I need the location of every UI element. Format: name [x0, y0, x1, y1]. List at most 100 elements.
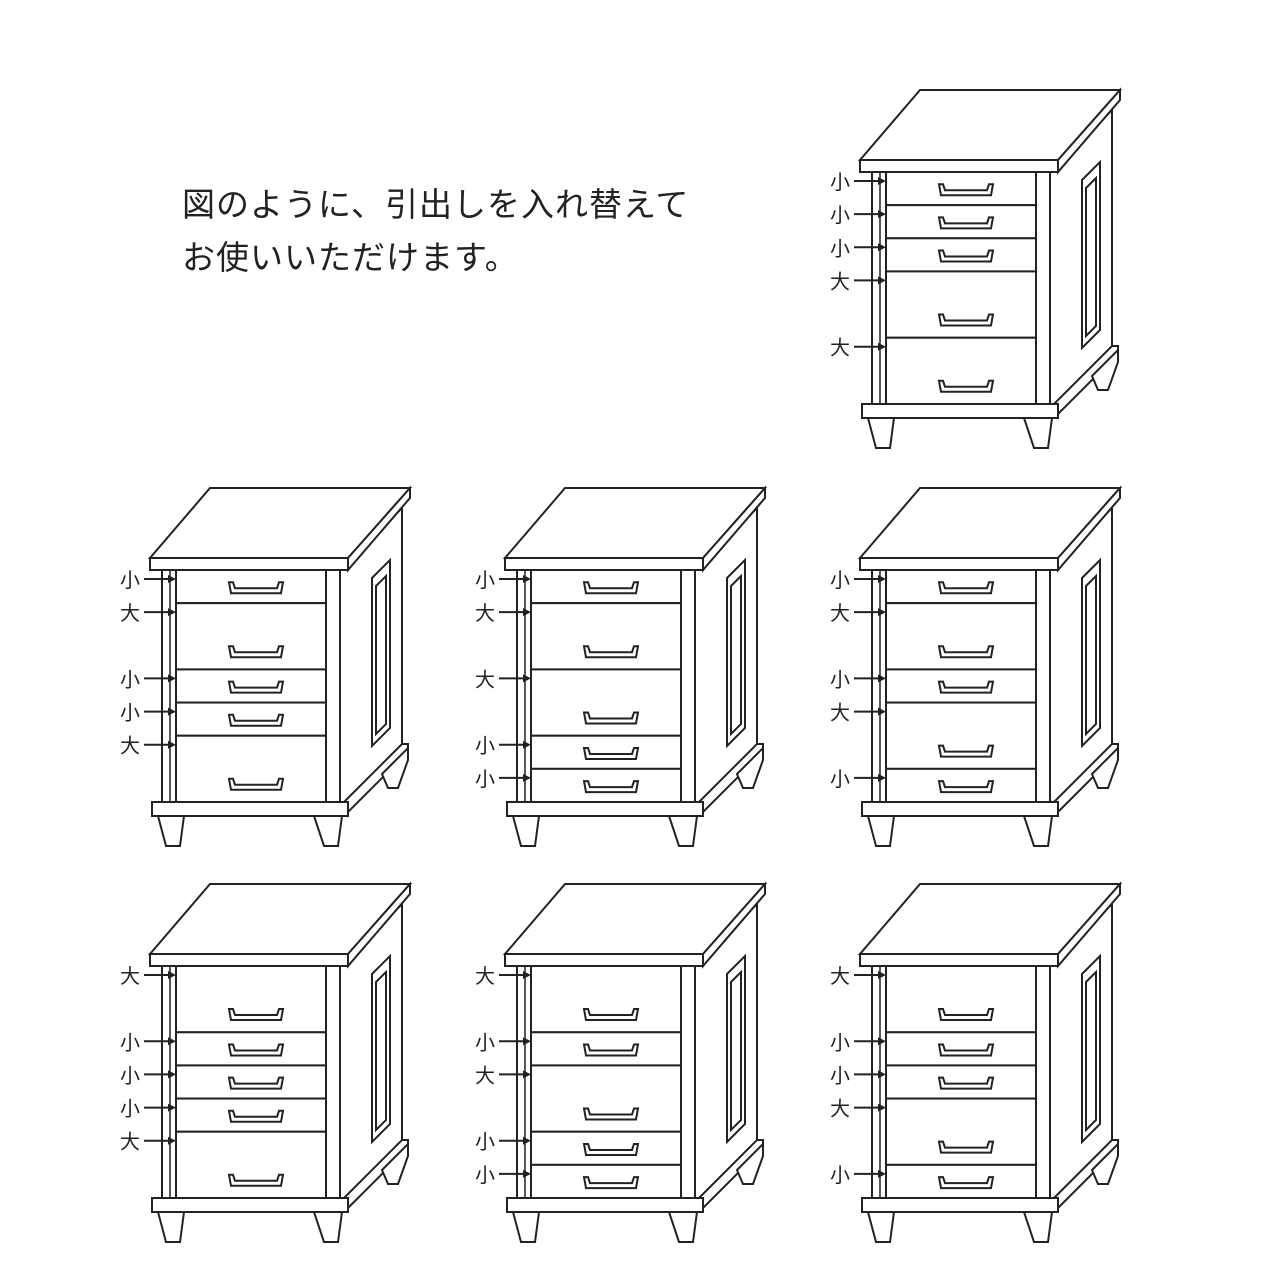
drawer-handle	[582, 1008, 640, 1022]
left-stile	[871, 569, 887, 803]
drawer-5-large: 大	[830, 336, 1037, 405]
top-front-edge	[504, 953, 704, 967]
arrow-head	[523, 1037, 531, 1046]
arrow-head	[523, 1136, 531, 1145]
drawer-front	[885, 569, 1037, 605]
drawer-size-label: 小	[830, 767, 850, 791]
drawer-handle	[582, 711, 640, 725]
plinth	[151, 1197, 349, 1213]
drawer-2-small: 小	[120, 1030, 327, 1067]
right-stile	[1035, 171, 1051, 405]
plinth	[506, 1197, 704, 1213]
top-front-edge	[149, 557, 349, 571]
drawer-front	[885, 602, 1037, 671]
drawer-1-small: 小	[830, 568, 1037, 605]
left-stile	[161, 569, 177, 803]
drawer-front	[885, 1064, 1037, 1100]
top-side-edge	[1057, 485, 1121, 573]
drawer-front	[885, 668, 1037, 704]
drawer-front	[175, 602, 327, 671]
back-leg	[735, 745, 764, 789]
right-stile	[1035, 965, 1051, 1199]
front-right-leg	[312, 815, 344, 847]
arrow-head	[878, 1070, 886, 1079]
drawer-front	[885, 767, 1037, 804]
right-stile	[325, 965, 341, 1199]
drawer-front	[175, 1064, 327, 1100]
drawer-3-large: 大	[475, 1063, 682, 1133]
drawer-handle	[937, 744, 995, 758]
drawer-front	[175, 1097, 327, 1133]
drawer-3-small: 小	[120, 1063, 327, 1100]
top-front-edge	[504, 557, 704, 571]
drawer-front	[530, 965, 682, 1034]
drawer-front	[885, 204, 1037, 240]
front-right-leg	[1022, 815, 1054, 847]
back-leg	[1090, 745, 1119, 789]
caption-line-1: 図のように、引出しを入れ替えて	[182, 185, 690, 224]
drawer-handle	[582, 581, 640, 595]
arrow-head	[523, 1070, 531, 1079]
arrow-head	[878, 1103, 886, 1112]
drawer-front	[885, 237, 1037, 273]
drawer-handle	[227, 680, 285, 694]
drawer-handle	[582, 645, 640, 659]
plinth	[151, 801, 349, 817]
back-leg	[735, 1141, 764, 1185]
drawer-size-label: 小	[120, 701, 140, 725]
drawer-size-label: 小	[475, 1030, 495, 1054]
front-left-leg	[511, 1211, 541, 1243]
drawer-1-large: 大	[120, 964, 327, 1034]
top-side-edge	[1057, 881, 1121, 969]
arrow-head	[523, 773, 531, 782]
front-right-leg	[312, 1211, 344, 1243]
drawer-size-label: 小	[830, 236, 850, 260]
drawer-handle	[937, 1008, 995, 1022]
drawer-front	[885, 270, 1037, 339]
arrow-head	[168, 1070, 176, 1079]
drawer-handle	[227, 1043, 285, 1057]
drawer-5-large: 大	[120, 1130, 327, 1199]
drawer-1-small: 小	[475, 568, 682, 605]
top-front-edge	[859, 953, 1059, 967]
plinth	[861, 801, 1059, 817]
back-leg	[380, 745, 409, 789]
caption: 図のように、引出しを入れ替えて お使いいただけます。	[182, 178, 689, 284]
drawer-1-small: 小	[830, 170, 1037, 207]
drawer-front	[175, 701, 327, 737]
drawer-3-small: 小	[830, 667, 1037, 704]
drawer-handle	[937, 313, 995, 327]
drawer-front	[885, 1097, 1037, 1166]
top-side-edge	[702, 485, 766, 573]
front-right-leg	[1022, 417, 1054, 449]
drawer-5-small: 小	[475, 1163, 682, 1200]
drawer-handle	[227, 777, 285, 791]
plinth	[506, 801, 704, 817]
drawer-size-label: 大	[475, 667, 495, 691]
drawer-5-large: 大	[120, 734, 327, 803]
side-inset-inner	[730, 969, 742, 1133]
drawer-size-label: 小	[120, 568, 140, 592]
drawer-size-label: 大	[120, 1130, 140, 1154]
drawer-front	[175, 965, 327, 1034]
drawer-front	[175, 1031, 327, 1067]
drawer-size-label: 大	[830, 336, 850, 360]
drawer-handle	[937, 780, 995, 794]
back-leg	[380, 1141, 409, 1185]
right-stile	[680, 569, 696, 803]
drawer-size-label: 小	[475, 734, 495, 758]
arrow-head	[878, 674, 886, 683]
arrow-head	[878, 1037, 886, 1046]
drawer-5-small: 小	[830, 1163, 1037, 1200]
drawer-size-label: 小	[120, 667, 140, 691]
drawer-size-label: 大	[120, 601, 140, 625]
drawer-2-small: 小	[830, 203, 1037, 240]
arrow-head	[878, 342, 886, 351]
arrow-head	[878, 276, 886, 285]
drawer-size-label: 大	[475, 601, 495, 625]
left-stile	[161, 965, 177, 1199]
left-stile	[871, 965, 887, 1199]
